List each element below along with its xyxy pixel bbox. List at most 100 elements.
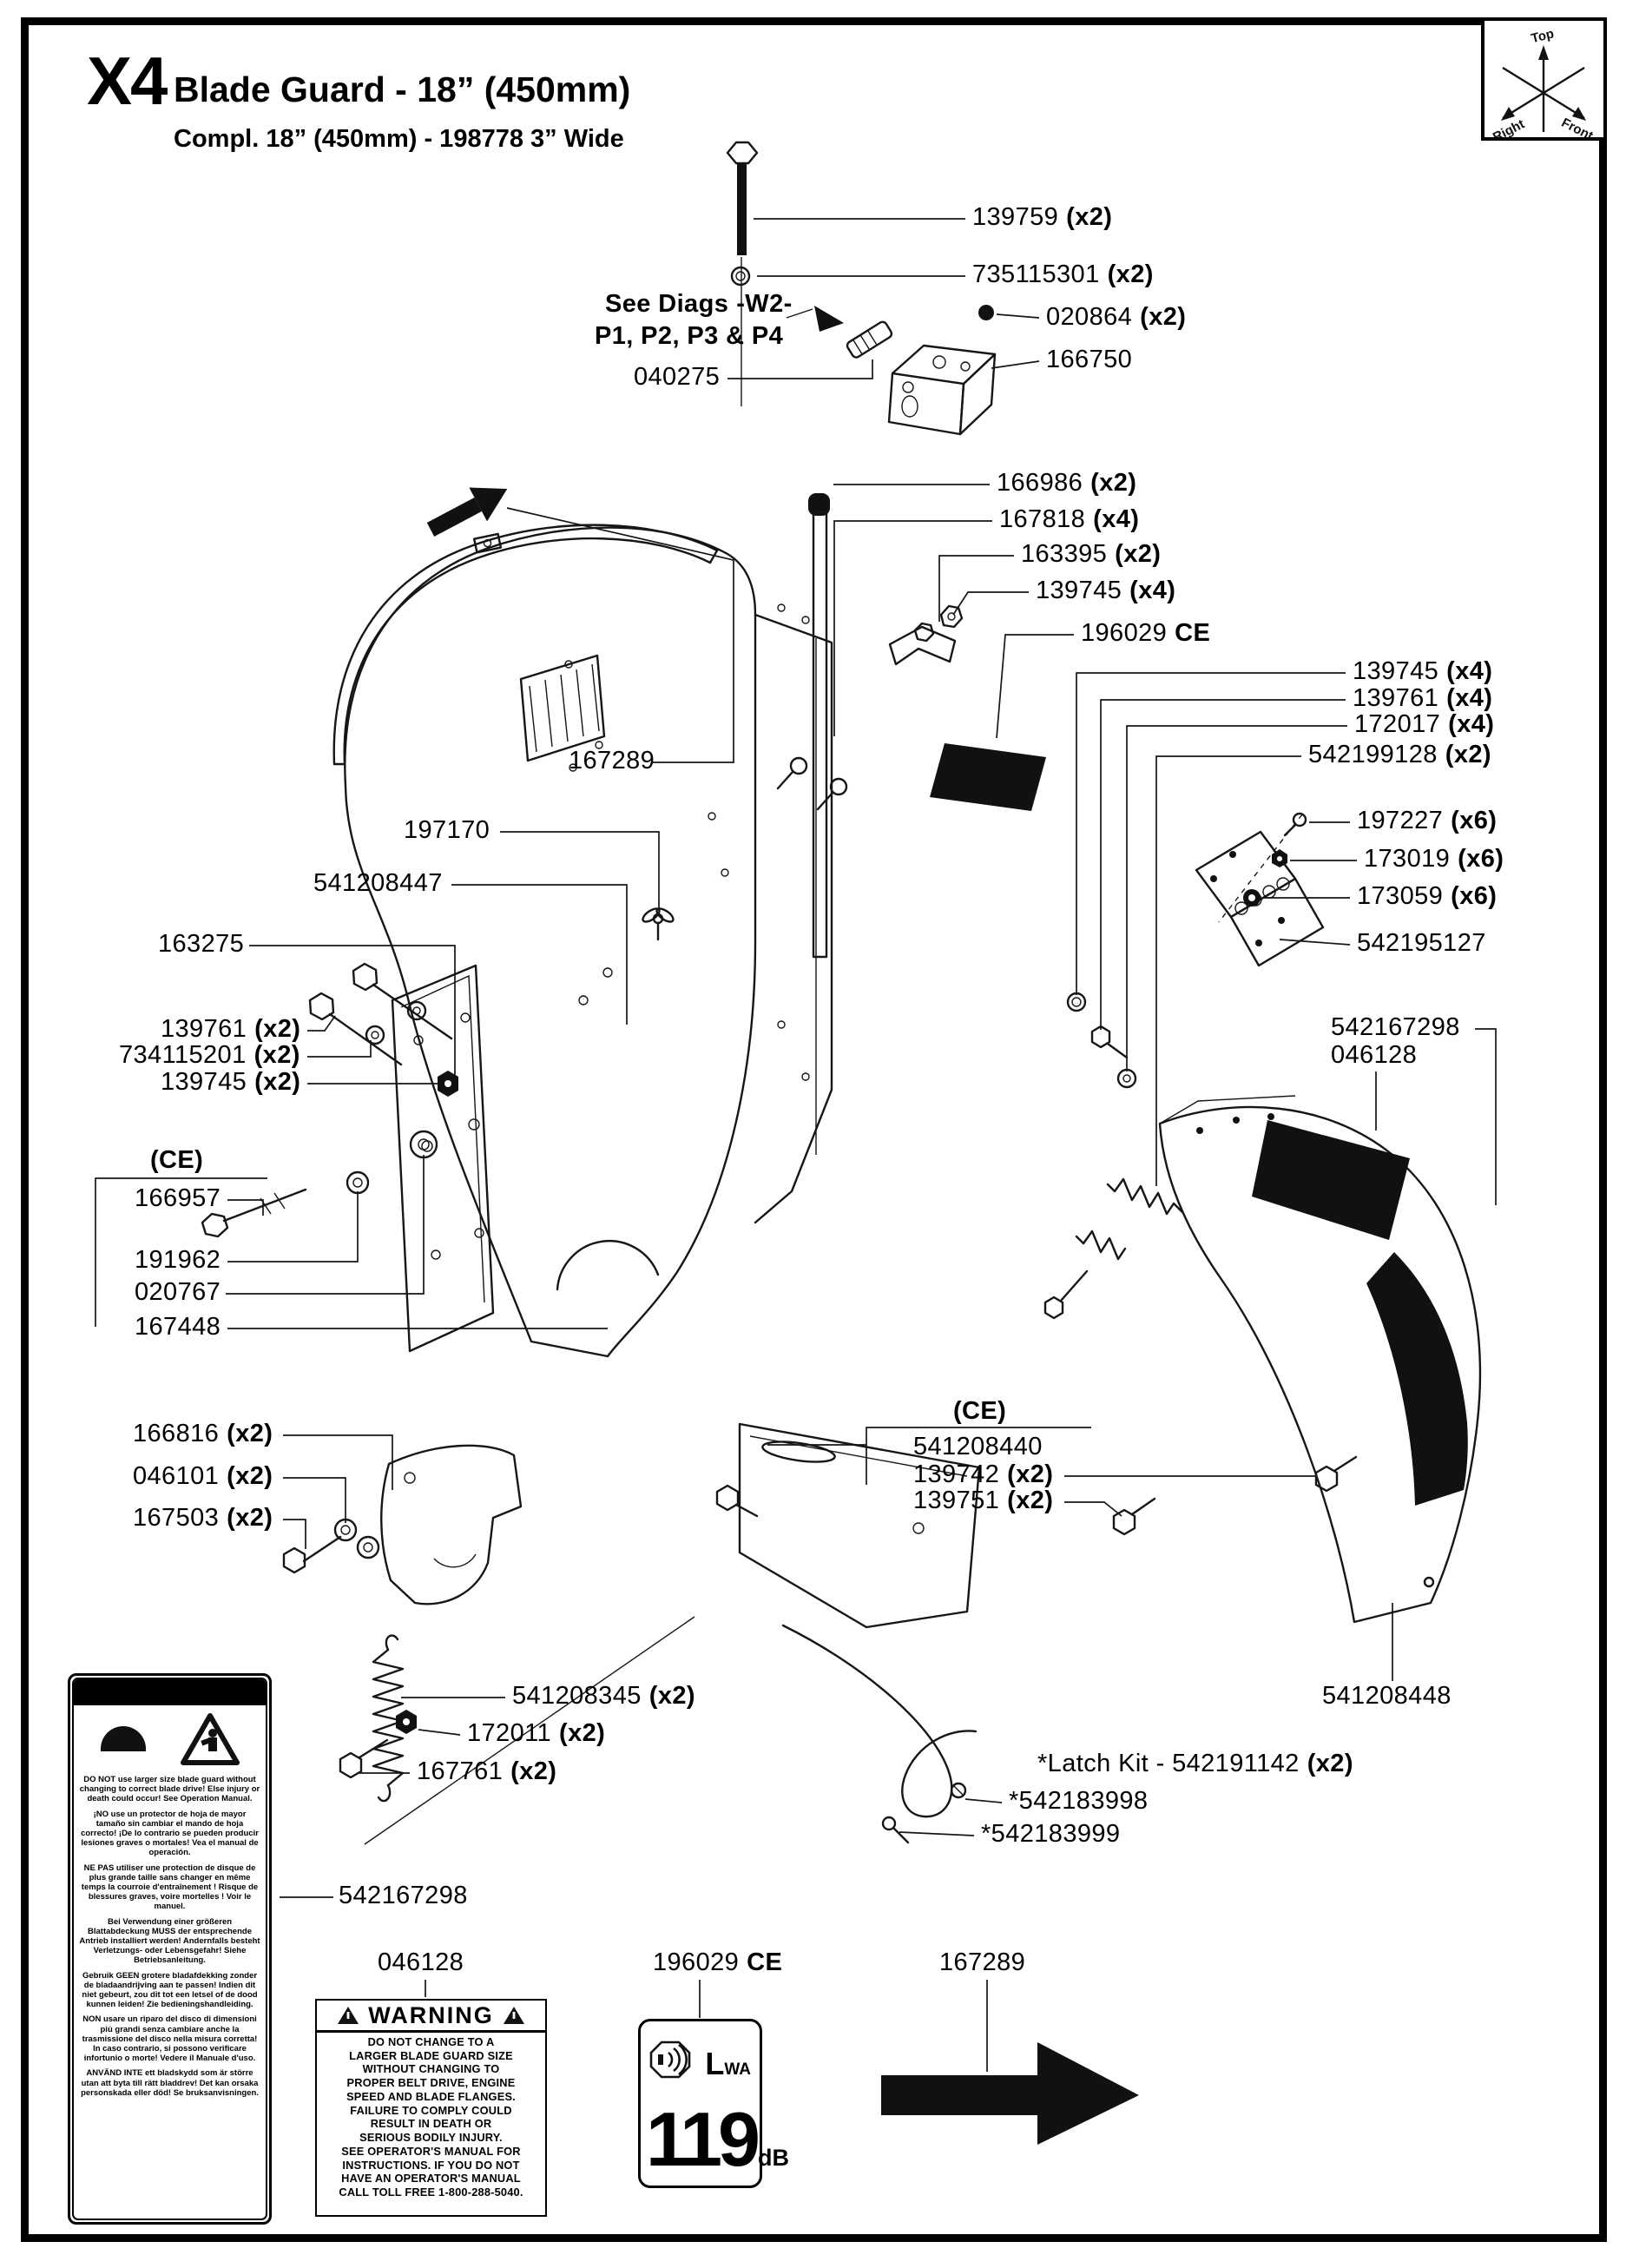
- part-label-167503: 167503(x2): [133, 1504, 273, 1533]
- part-label-020767: 020767: [135, 1278, 221, 1307]
- sticker-paragraph: DO NOT use larger size blade guard witho…: [79, 1775, 260, 1804]
- compass-front-label: Front: [1559, 115, 1596, 137]
- part-label-139745-c: 139745(x2): [161, 1068, 301, 1097]
- part-bolts-139761-734115201: [308, 962, 458, 1097]
- part-label-166816: 166816(x2): [133, 1420, 273, 1448]
- part-bolt-139759: [726, 141, 759, 406]
- warning-line: SERIOUS BODILY INJURY.: [359, 2131, 503, 2145]
- part-label-139745-b: 139745(x4): [1353, 657, 1493, 686]
- sticker-header-bar: [74, 1679, 266, 1705]
- sticker-paragraph: Gebruik GEEN grotere bladafdekking zonde…: [82, 1970, 258, 2010]
- part-label-173019: 173019(x6): [1364, 845, 1504, 874]
- part-label-see-diags: See Diags-W2-: [605, 290, 793, 319]
- part-label-046128-b: 046128: [378, 1948, 464, 1977]
- part-washer-191962: [346, 1170, 370, 1195]
- warning-line: DO NOT CHANGE TO A: [367, 2035, 495, 2048]
- part-label-046101: 046101(x2): [133, 1462, 273, 1491]
- see-diags-arrowhead: [814, 306, 844, 332]
- warning-title: WARNING: [368, 2001, 494, 2028]
- part-bolt-166957: [201, 1188, 307, 1238]
- part-label-139761-a: 139761(x2): [161, 1015, 301, 1044]
- part-label-163395: 163395(x2): [1021, 540, 1162, 569]
- sticker-paragraph: ANVÄND INTE ett bladskydd som är större …: [81, 2068, 259, 2098]
- part-label-040275: 040275: [634, 363, 721, 392]
- part-label-166986: 166986(x2): [997, 469, 1137, 498]
- warning-triangle-icon: [503, 2007, 524, 2024]
- part-label-139745-a: 139745(x4): [1036, 577, 1176, 605]
- part-bracket-163395: [888, 604, 964, 666]
- part-label-542199128: 542199128(x2): [1308, 741, 1491, 769]
- warning-triangle-icon: [181, 1713, 240, 1765]
- part-plate-163275: [391, 964, 495, 1353]
- part-wing-bolt-197170: [642, 907, 675, 941]
- part-label-541208440: 541208440: [913, 1433, 1043, 1461]
- part-label-197227: 197227(x6): [1357, 807, 1498, 835]
- part-label-163275: 163275: [158, 930, 245, 959]
- compass-top-label: Top: [1530, 26, 1556, 46]
- warning-line: HAVE AN OPERATOR'S MANUAL: [341, 2172, 521, 2186]
- part-label-542183998: *542183998: [1009, 1787, 1149, 1816]
- part-guard-body: [344, 526, 833, 1358]
- part-screws-167818: [776, 756, 848, 811]
- page-subtitle: Compl. 18” (450mm) - 198778 3” Wide: [174, 125, 624, 153]
- noise-label-196029: LWA 119dB: [638, 2019, 789, 2188]
- warning-line: INSTRUCTIONS. IF YOU DO NOT: [342, 2158, 520, 2172]
- part-guard-half-541208448: [1158, 1095, 1482, 1624]
- warning-line: CALL TOLL FREE 1-800-288-5040.: [339, 2186, 523, 2199]
- part-washer-020767: [409, 1130, 438, 1159]
- noise-value: 119dB: [646, 2095, 789, 2182]
- warning-line: SPEED AND BLADE FLANGES.: [346, 2089, 516, 2103]
- part-label-541208447: 541208447: [313, 869, 443, 898]
- part-label-542167298-b: 542167298: [339, 1882, 468, 1910]
- part-label-020864: 020864(x2): [1046, 303, 1187, 332]
- compass-right-label: Right: [1491, 116, 1527, 137]
- part-label-734115201: 734115201(x2): [119, 1041, 300, 1070]
- lwa-text: LWA: [705, 2046, 751, 2081]
- part-nut-735115301: [730, 266, 751, 287]
- part-label-167448: 167448: [135, 1313, 221, 1342]
- sticker-paragraph: ¡NO use un protector de hoja de mayor ta…: [81, 1809, 259, 1858]
- ce-decal-196029: [930, 743, 1046, 811]
- part-label-see-diags-2: P1, P2, P3 & P4: [595, 322, 784, 351]
- part-plug-040275: [786, 306, 893, 359]
- part-label-542195127: 542195127: [1357, 929, 1486, 958]
- part-label-139742: 139742(x2): [913, 1460, 1054, 1489]
- part-hinge-542195127: [1195, 812, 1325, 967]
- part-spring-541208345: [339, 1634, 417, 1803]
- part-label-166750: 166750: [1046, 346, 1133, 374]
- arrow-decal-167289: [881, 2042, 1139, 2145]
- page-title: Blade Guard - 18” (450mm): [174, 69, 631, 109]
- sticker-paragraph: Bei Verwendung einer größeren Blattabdec…: [79, 1916, 260, 1966]
- leader-lines: [95, 218, 1497, 2072]
- speaker-noise-icon: [649, 2041, 691, 2079]
- part-bracket-166816: [282, 1444, 523, 1605]
- part-rim-strip-541208447: [332, 524, 719, 766]
- part-label-173059: 173059(x6): [1357, 882, 1498, 911]
- part-label-139761-b: 139761(x4): [1353, 684, 1493, 713]
- diagram-code: X4: [87, 43, 168, 119]
- fold-arrow-icon: [426, 487, 508, 537]
- part-bolt-167761: [339, 1751, 363, 1779]
- warning-sticker-542167298: DO NOT use larger size blade guard witho…: [68, 1673, 272, 2225]
- part-label-541208448: 541208448: [1322, 1682, 1452, 1711]
- part-label-167289-a: 167289: [569, 747, 655, 775]
- part-label-latch-kit: *Latch Kit - 542191142(x2): [1037, 1750, 1353, 1778]
- part-rod-166986: [808, 493, 830, 959]
- part-springs-542199128: [1043, 1177, 1184, 1320]
- part-label-ce-b: (CE): [953, 1397, 1007, 1426]
- part-label-167761: 167761(x2): [417, 1757, 557, 1786]
- part-label-191962: 191962: [135, 1246, 221, 1275]
- part-label-542167298-a: 542167298: [1331, 1013, 1460, 1042]
- part-fasteners-right: [1066, 992, 1137, 1089]
- part-label-139751: 139751(x2): [913, 1487, 1054, 1515]
- warning-line: LARGER BLADE GUARD SIZE: [349, 2048, 513, 2062]
- part-label-167289-b: 167289: [939, 1948, 1026, 1977]
- warning-line: RESULT IN DEATH OR: [370, 2117, 492, 2131]
- warning-line: SEE OPERATOR'S MANUAL FOR: [341, 2144, 521, 2158]
